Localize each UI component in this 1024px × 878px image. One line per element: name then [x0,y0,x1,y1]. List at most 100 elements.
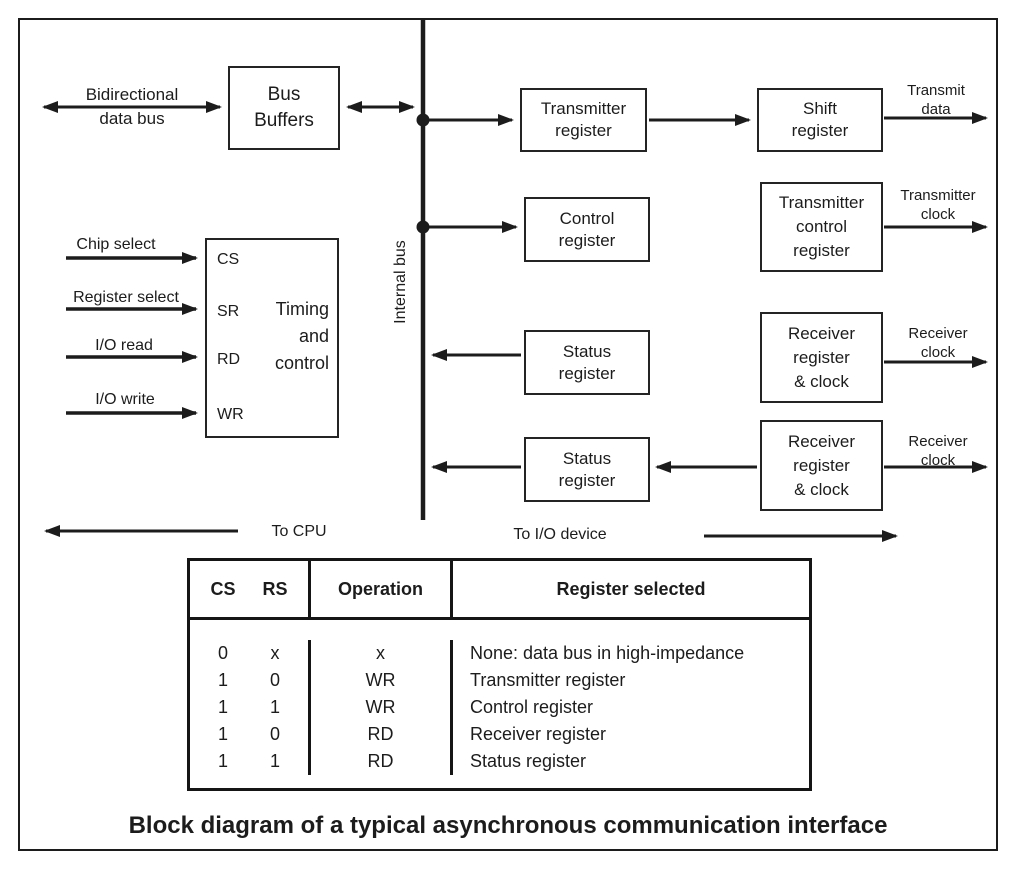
bus-buffers-line2: Buffers [254,110,314,131]
cell-rs: x [270,643,280,663]
control-register-line1: Control [559,208,615,228]
shift-register-box: Shift register [757,88,883,152]
bus-buffers-box: Bus Buffers [228,66,340,150]
status-register-1-box: Status register [524,330,650,395]
pin-cs: CS [217,251,240,268]
receiver-clock-1-line1: Receiver [908,325,968,342]
io-read-label: I/O read [95,337,153,354]
cell-cs: 1 [217,697,228,717]
cell-cs: 0 [217,643,228,663]
shift-register-line2: register [791,121,849,140]
cell-register: Receiver register [470,724,607,744]
bidirectional-data-bus-label: Bidirectional data bus [58,83,206,131]
tcr-line3: register [793,241,850,260]
register-select-label: Register select [73,289,179,306]
receiver-clock-2-line2: clock [920,451,956,469]
transmitter-clock-label: Transmitter clock [878,187,998,224]
transmitter-clock-line2: clock [920,205,956,223]
rrc2-line3: & clock [794,479,849,499]
to-cpu-label: To CPU [271,523,327,540]
bidirectional-line2: data bus [99,109,165,128]
receiver-clock-2-line1: Receiver [908,433,968,450]
transmit-data-line1: Transmit [907,82,965,99]
tcr-line1: Transmitter [778,193,865,212]
status-register-1-line2: register [558,363,616,383]
internal-bus-label: Internal bus [392,240,409,324]
cell-cs: 1 [217,724,228,744]
rrc1-line2: register [793,347,850,367]
cell-operation: RD [311,748,453,775]
tcr-line2: control [795,217,848,236]
header-operation: Operation [311,561,453,617]
table-header-row: CS RS Operation Register selected [190,561,809,620]
to-io-device-label: To I/O device [513,526,607,543]
cell-operation: WR [311,667,453,694]
timing-control-label: Timing and control [275,296,329,377]
cell-register: Status register [470,751,587,771]
status-register-1-line1: Status [562,341,612,361]
transmitter-clock-line1: Transmitter [900,187,976,204]
pin-sr: SR [217,303,240,320]
receiver-clock-2-label: Receiver clock [888,433,988,470]
bus-buffers-line1: Bus [267,84,301,105]
header-cs-rs: CS RS [190,561,311,617]
receiver-register-clock-2-box: Receiver register & clock [760,420,883,511]
timing-line3: control [274,353,329,373]
rrc2-line1: Receiver [787,431,856,451]
cell-rs: 0 [269,724,280,744]
io-write-label: I/O write [95,391,155,408]
diagram-caption: Block diagram of a typical asynchronous … [128,812,888,839]
cell-rs: 0 [269,670,280,690]
transmitter-register-line2: register [555,121,612,140]
shift-register-line1: Shift [802,99,838,118]
receiver-clock-1-label: Receiver clock [888,325,988,362]
header-cs: CS [210,578,236,599]
timing-control-box: CS SR RD WR Timing and control [205,238,339,438]
chip-select-label: Chip select [76,236,156,253]
bidirectional-line1: Bidirectional [85,85,179,104]
header-rs: RS [262,578,288,599]
cell-register: Transmitter register [470,670,626,690]
transmit-data-label: Transmit data [886,82,986,119]
rrc1-line3: & clock [794,371,849,391]
cell-register: None: data bus in high-impedance [470,643,745,663]
rrc1-line1: Receiver [787,323,856,343]
cell-register: Control register [470,697,594,717]
pin-wr: WR [217,406,244,423]
cell-cs: 1 [217,670,228,690]
transmitter-register-line1: Transmitter [540,99,627,118]
control-register-box: Control register [524,197,650,262]
outer-frame [18,18,998,851]
transmit-data-line2: data [921,100,951,118]
cell-operation: RD [311,721,453,748]
timing-line2: and [298,326,329,346]
transmitter-register-box: Transmitter register [520,88,647,152]
control-register-line2: register [558,230,616,250]
rrc2-line2: register [793,455,850,475]
cell-operation: x [311,640,453,667]
header-register-selected: Register selected [556,578,706,599]
pin-rd: RD [217,351,241,368]
status-register-2-box: Status register [524,437,650,502]
cell-cs: 1 [217,751,228,771]
receiver-register-clock-1-box: Receiver register & clock [760,312,883,403]
status-register-2-line1: Status [562,448,612,468]
receiver-clock-1-line2: clock [920,343,956,361]
transmitter-control-register-box: Transmitter control register [760,182,883,272]
cell-rs: 1 [269,751,280,771]
status-register-2-line2: register [558,470,616,490]
timing-line1: Timing [275,299,329,319]
